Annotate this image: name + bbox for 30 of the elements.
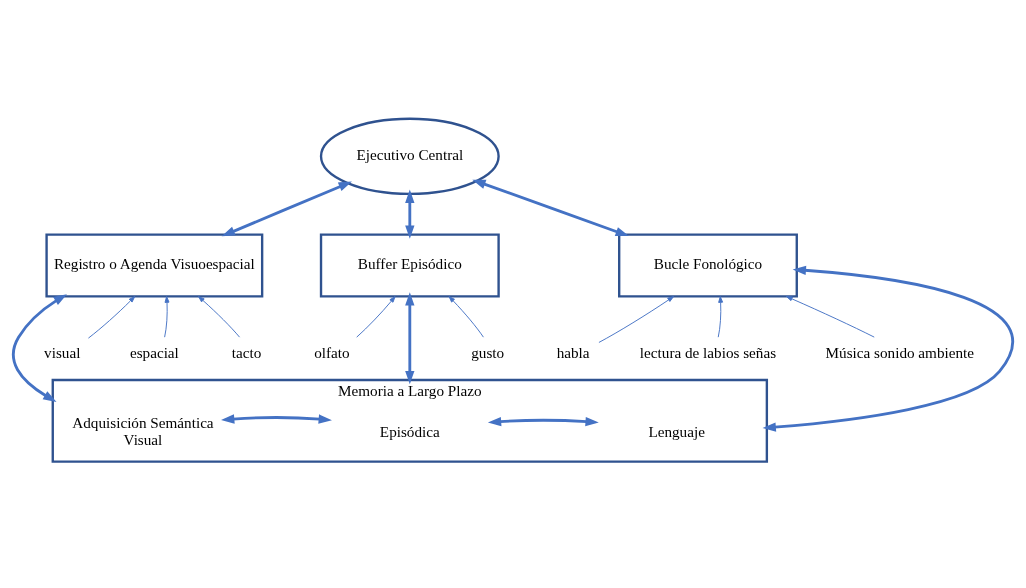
node-text: olfato: [314, 343, 350, 361]
node-text: habla: [556, 343, 590, 361]
arrow: [198, 296, 241, 338]
arrow: [164, 296, 170, 338]
node-text: visual: [44, 343, 81, 361]
node-text: Música sonido ambiente: [825, 343, 975, 361]
node-box: Registro o Agenda Visuoespacial: [45, 233, 264, 298]
node-text: tacto: [231, 343, 262, 361]
arrow: [405, 292, 415, 385]
node-text: Adquisición Semántica Visual: [72, 414, 214, 449]
node-box: Bucle Fonológico: [618, 233, 798, 298]
arrow: [221, 181, 352, 237]
arrow: [405, 189, 415, 239]
node-text: lectura de labios señas: [639, 343, 777, 361]
arrow: [448, 296, 484, 338]
arrow: [717, 296, 724, 338]
node-box: Buffer Episódico: [319, 233, 500, 298]
arrow: [87, 296, 136, 339]
node-text: gusto: [471, 343, 505, 361]
arrow: [356, 296, 396, 338]
node-text: Episódica: [379, 422, 440, 440]
arrow: [472, 179, 629, 237]
arrow: [11, 294, 67, 402]
arrow: [487, 416, 599, 427]
arrow: [598, 296, 674, 343]
arrow: [221, 414, 332, 424]
arrow: [786, 296, 875, 338]
node-text: espacial: [129, 343, 179, 361]
node-text: Lenguaje: [648, 422, 705, 440]
arrow: [762, 265, 1014, 432]
